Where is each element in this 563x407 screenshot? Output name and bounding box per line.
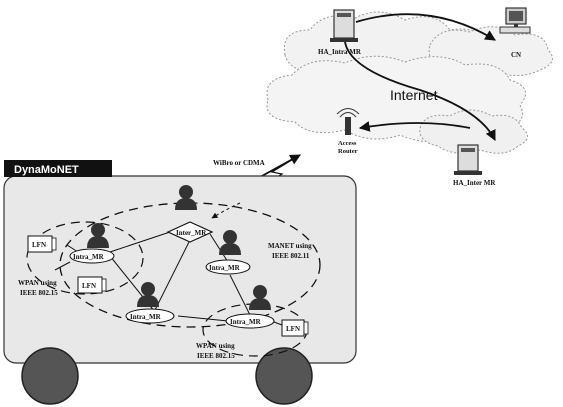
ha-intra-mr-label: HA_Intra MR	[318, 48, 362, 56]
inter-mr-node	[166, 221, 214, 243]
intra-mr-left-label: Intra_MR	[73, 253, 105, 261]
lfn-top-label: LFN	[32, 241, 46, 249]
ha-inter-mr-label: HA_Inter MR	[453, 179, 496, 187]
cn-label: CN	[511, 51, 521, 59]
lfn-box-top	[27, 235, 57, 253]
intra-mr-right-label: Intra_MR	[230, 318, 262, 326]
internet-label: Internet	[390, 87, 438, 103]
ha-to-router-arrow	[344, 41, 496, 141]
left-wheel	[21, 347, 79, 405]
intra-mr-mid-node	[205, 259, 251, 275]
lfn-box-left	[77, 276, 107, 294]
dynamonet-label: DynaMoNET	[14, 164, 79, 176]
intra-mr-left-node	[69, 248, 115, 264]
wibro-cdma-label: WiBro or CDMA	[213, 159, 265, 167]
inter-mr-label: Inter_MR	[176, 229, 207, 237]
lfn-box-right	[281, 319, 309, 337]
lfn-right-label: LFN	[286, 325, 300, 333]
inter-mr-link-arrow	[211, 202, 241, 219]
right-wheel	[255, 347, 313, 405]
router-to-ha-inter-arrow	[358, 121, 471, 132]
access-router-icon	[336, 108, 360, 135]
intra-mr-bottom-label: Intra_MR	[130, 313, 162, 321]
internet-cloud	[266, 55, 529, 154]
dynamonet-tag	[4, 160, 112, 177]
ha-inter-mr-server-icon	[454, 144, 482, 175]
ha-intra-mr-server-icon	[330, 9, 358, 42]
cn-computer-icon	[499, 7, 531, 34]
ha-to-cn-arrow	[355, 13, 496, 41]
wpan-left-boundary	[26, 221, 144, 295]
intra-mr-bottom-node	[125, 308, 175, 324]
intra-mr-right-node	[225, 313, 275, 329]
intra-mr-mid-label: Intra_MR	[209, 264, 241, 272]
lfn-left-label: LFN	[82, 282, 96, 290]
